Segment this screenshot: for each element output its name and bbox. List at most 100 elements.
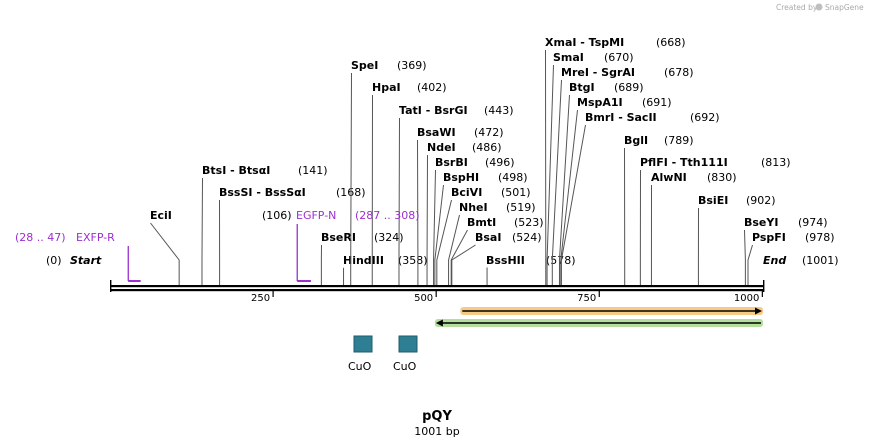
site-pspfi: PspFI(978) — [747, 231, 835, 285]
site-position: (472) — [474, 126, 504, 139]
site-alwni: AlwNI (830) — [650, 171, 737, 285]
site-name: AlwNI — [651, 171, 687, 184]
site-bsai: BsaI(524) — [451, 231, 542, 285]
site-spei: SpeI(369) — [350, 59, 427, 285]
site-name: BsaWI — [417, 126, 456, 139]
site-bmti: BmtI (523) — [450, 216, 544, 285]
site-position: (369) — [397, 59, 427, 72]
site-position: (789) — [664, 134, 694, 147]
backbone-start-cap — [110, 280, 112, 292]
site-position: (519) — [506, 201, 536, 214]
site-nhei: NheI (519) — [448, 201, 536, 285]
end-label: End — [763, 254, 786, 267]
site-bgli: BglI (789) — [624, 134, 694, 285]
site-position: (402) — [417, 81, 447, 94]
reverse-orf-arrow — [434, 319, 763, 327]
site-name: PflFI - Tth111I — [640, 156, 728, 169]
site-leader-line — [398, 117, 400, 285]
site-btsi-bts-i: BtsI - BtsαI(141) — [201, 164, 328, 285]
site-position: (691) — [642, 96, 672, 109]
site-position: (678) — [664, 66, 694, 79]
site-ecii: EciI (106) — [150, 209, 292, 285]
site-leader-line — [560, 109, 578, 285]
site-ndei: NdeI(486) — [426, 141, 502, 285]
site-leader-line — [546, 64, 554, 285]
site-name: BsrBI — [435, 156, 468, 169]
ruler-tick-label: 500 — [414, 293, 433, 304]
site-bseyi: BseYI(974) — [744, 216, 828, 285]
site-name: HindIII — [343, 254, 384, 267]
site-bcivi: BciVI(501) — [436, 186, 531, 285]
site-mrei-sgrai: MreI - SgrAI(678) — [551, 66, 694, 285]
backbone-bottom-strand — [110, 289, 764, 292]
site-position: (523) — [514, 216, 544, 229]
backbone — [110, 280, 765, 292]
site-leader-line — [450, 229, 468, 285]
site-bsawi: BsaWI (472) — [417, 126, 504, 285]
ruler-tick: 500 — [414, 291, 437, 304]
site-leader-line — [436, 199, 452, 285]
site-name: BmtI — [467, 216, 496, 229]
ruler-tick-label: 1000 — [734, 293, 759, 304]
feature-bar — [128, 280, 141, 282]
site-leader-line — [448, 214, 460, 285]
site-name: BglI — [624, 134, 648, 147]
site-position: (358) — [398, 254, 428, 267]
site-position: (830) — [707, 171, 737, 184]
cuo-label-1: CuO — [348, 360, 372, 373]
site-bsiei: BsiEI(902) — [697, 194, 776, 285]
backbone-top-strand — [110, 285, 764, 288]
site-bsrbi: BsrBI(496) — [433, 156, 515, 285]
site-position: (106) — [262, 209, 292, 222]
site-leader-line — [560, 124, 586, 285]
features: (28 .. 47)EXFP-R (287 .. 308)EGFP-N — [15, 209, 420, 282]
credit-brand: SnapGene — [825, 3, 864, 12]
site-name: BmrI - SacII — [585, 111, 657, 124]
site-position: (668) — [656, 36, 686, 49]
site-name: TatI - BsrGI — [399, 104, 468, 117]
end-position: (1001) — [802, 254, 839, 267]
feature-egfp-n: (287 .. 308)EGFP-N — [296, 209, 420, 282]
site-tati-bsrgi: TatI - BsrGI(443) — [398, 104, 514, 285]
site-name: MspA1I — [577, 96, 623, 109]
site-position: (324) — [374, 231, 404, 244]
feature-bar — [297, 280, 311, 282]
ruler-tick-label: 750 — [577, 293, 596, 304]
site-bmri-sacii: BmrI - SacII (692) — [560, 111, 720, 285]
site-position: (902) — [746, 194, 776, 207]
site-leader-line — [433, 169, 436, 285]
ruler-tick-label: 250 — [251, 293, 270, 304]
site-name: HpaI — [372, 81, 401, 94]
site-name: EciI — [150, 209, 172, 222]
feature-range: (28 .. 47) — [15, 231, 66, 244]
cuo-box-1 — [353, 335, 373, 353]
ruler: 250 500 750 1000 — [251, 291, 763, 304]
site-position: (692) — [690, 111, 720, 124]
start-marker: (0) Start — [46, 254, 102, 267]
site-name: BspHI — [443, 171, 479, 184]
site-position: (486) — [472, 141, 502, 154]
site-position: (501) — [501, 186, 531, 199]
site-smai: SmaI(670) — [546, 51, 634, 285]
site-position: (689) — [614, 81, 644, 94]
site-name: NheI — [459, 201, 488, 214]
site-hindiii: HindIII (358) — [343, 254, 428, 285]
site-name: BtsI - BtsαI — [202, 164, 270, 177]
plasmid-length: 1001 bp — [414, 425, 459, 438]
forward-orf-arrow — [460, 307, 763, 315]
site-position: (524) — [512, 231, 542, 244]
snapgene-credit: Created by SnapGene — [776, 3, 864, 12]
site-position: (813) — [761, 156, 791, 169]
site-leader-line — [201, 177, 203, 285]
feature-exfp-r: (28 .. 47)EXFP-R — [15, 231, 141, 282]
site-name: BseRI — [321, 231, 356, 244]
site-leader-line — [434, 184, 444, 285]
site-position: (670) — [604, 51, 634, 64]
site-leader-line — [747, 244, 753, 285]
site-name: BseYI — [744, 216, 778, 229]
ruler-tick: 250 — [251, 291, 274, 304]
site-name: BssHII — [486, 254, 525, 267]
cuo-box-2 — [398, 335, 418, 353]
ruler-tick: 750 — [577, 291, 600, 304]
